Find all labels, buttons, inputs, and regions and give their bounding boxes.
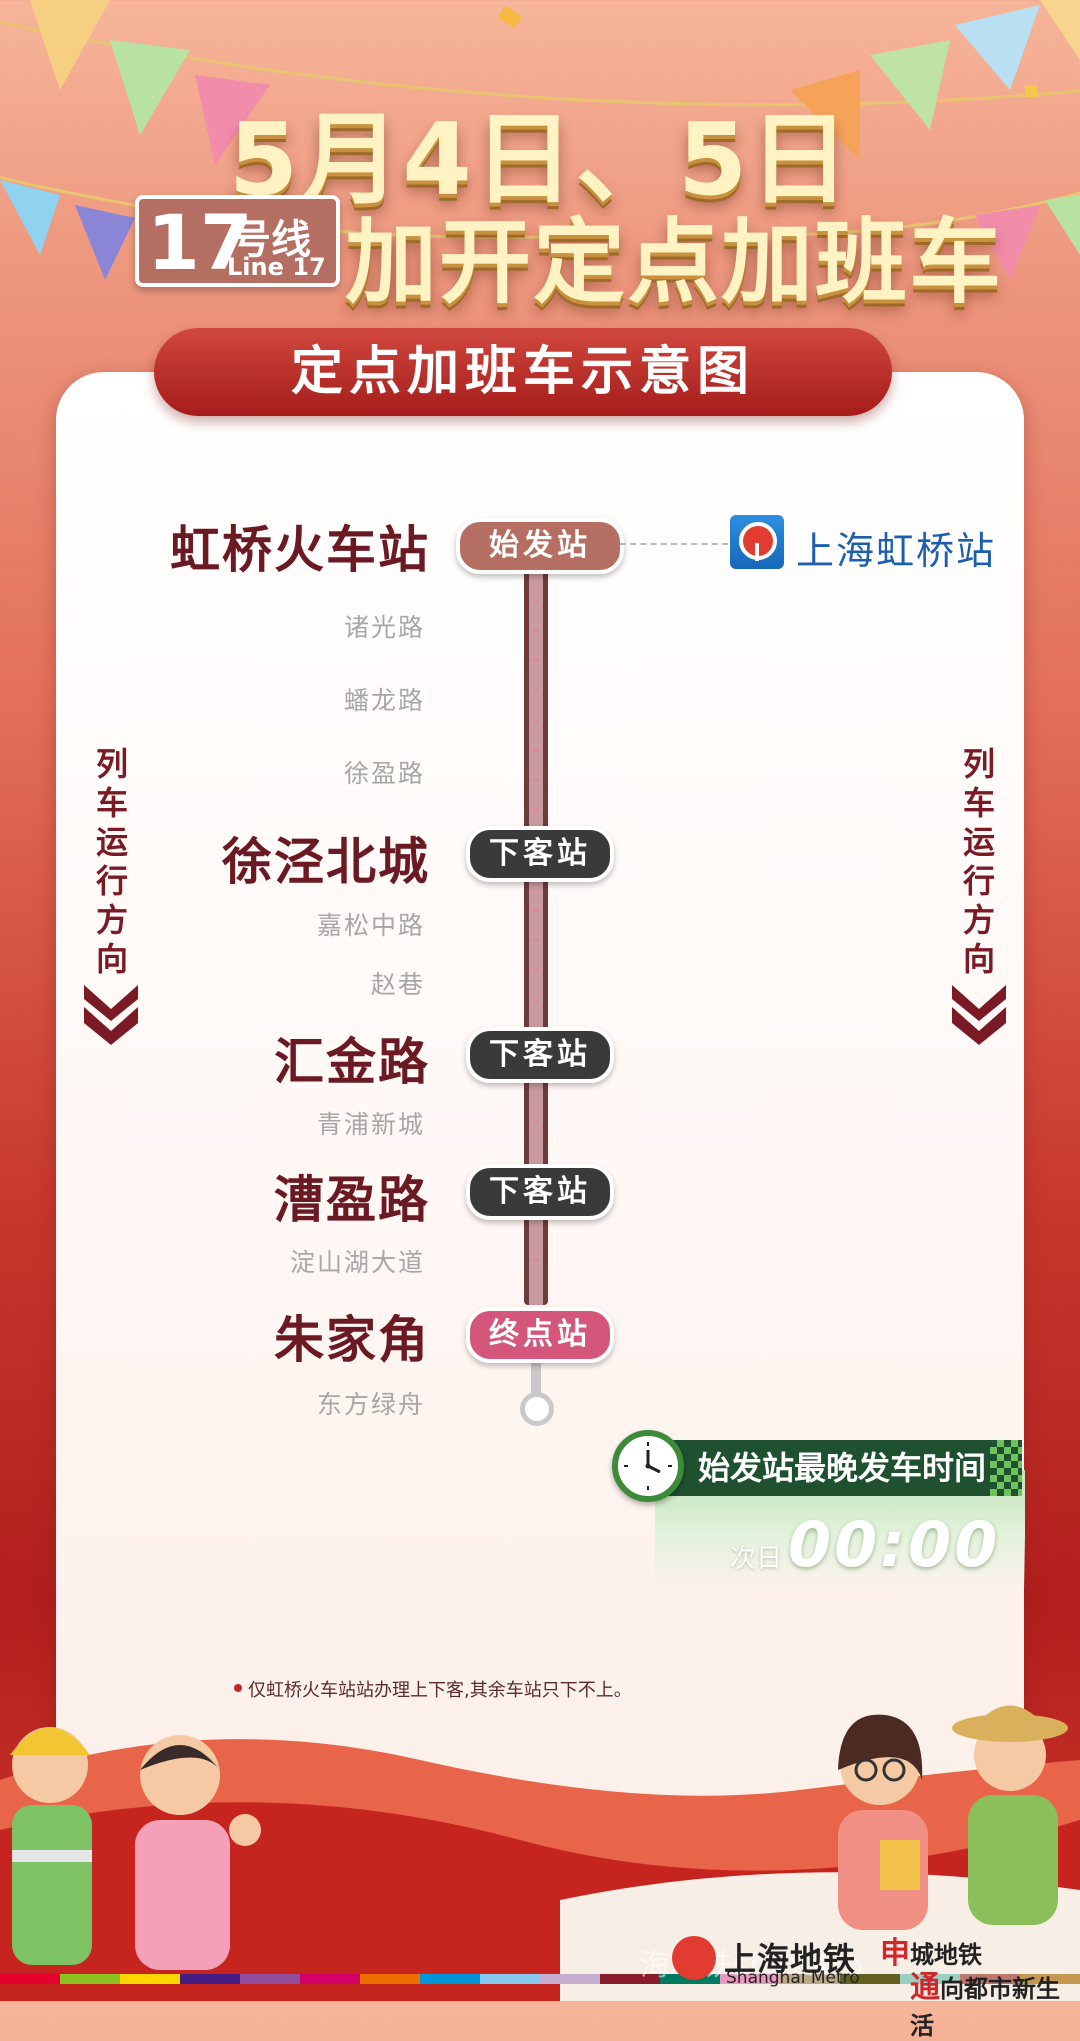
metro-line-color-bar xyxy=(0,1974,1080,1984)
chevron-down-icon: ⌄ xyxy=(530,1110,542,1126)
station-jiasong-zhong-rd: 嘉松中路 xyxy=(316,911,425,940)
station-zhaoxiang: 赵巷 xyxy=(370,970,425,999)
chevron-down-icon: ⌄ xyxy=(530,900,542,916)
alight-tag-huijin: 下客站 xyxy=(466,1027,614,1083)
station-caoying-rd: 漕盈路 xyxy=(274,1171,430,1229)
service-note: 仅虹桥火车站站办理上下客,其余车站只下不上。 xyxy=(248,1680,632,1701)
down-arrow-icon-left xyxy=(84,985,138,1045)
station-huijin-rd: 汇金路 xyxy=(274,1033,430,1091)
station-zhuguang-rd: 诸光路 xyxy=(343,613,425,642)
worker-illustration xyxy=(10,1727,261,1970)
card-title: 定点加班车示意图 xyxy=(154,328,892,416)
station-xuying-rd: 徐盈路 xyxy=(343,759,425,788)
slogan-rest-1: 城地铁 xyxy=(910,1940,982,1969)
chevron-down-icon: ⌄ xyxy=(530,930,542,946)
slogan-lead-2: 通 xyxy=(910,1970,940,2005)
chevron-down-icon: ⌄ xyxy=(530,710,542,726)
line-label-en: Line 17 xyxy=(227,253,326,281)
line-17-badge: 17 号线 Line 17 xyxy=(135,195,340,287)
chevron-down-icon: ⌄ xyxy=(530,960,542,976)
chevron-down-icon: ⌄ xyxy=(530,770,542,786)
clock-icon xyxy=(612,1430,684,1502)
chevron-down-icon: ⌄ xyxy=(530,740,542,756)
station-panlong-rd: 蟠龙路 xyxy=(343,686,425,715)
terminal-tag: 终点站 xyxy=(466,1307,614,1363)
slogan-lead-1: 申 xyxy=(880,1936,910,1971)
alight-tag-caoying: 下客站 xyxy=(466,1164,614,1220)
alight-tag-xujing: 下客站 xyxy=(466,826,614,882)
checker-decoration xyxy=(990,1440,1022,1496)
last-train-header: 始发站最晚发车时间 xyxy=(650,1440,1022,1496)
line-label-cn: 号线 xyxy=(231,217,311,263)
railway-icon xyxy=(730,515,784,569)
last-train-next-day: 次日 xyxy=(730,1544,783,1574)
chevron-down-icon: ⌄ xyxy=(530,620,542,636)
station-dongfang-lvzhou: 东方绿舟 xyxy=(316,1390,425,1419)
down-arrow-icon-right xyxy=(952,985,1006,1045)
chevron-down-icon: ⌄ xyxy=(530,800,542,816)
transfer-dashed-link xyxy=(620,543,728,545)
origin-tag: 始发站 xyxy=(456,518,624,574)
chevron-down-icon: ⌄ xyxy=(530,590,542,606)
passengers-illustration xyxy=(838,1705,1068,1930)
slogan-line-1: 申城地铁 xyxy=(880,1928,982,1972)
logo-text-cn: 上海地铁 xyxy=(724,1940,857,1978)
rail-transfer-name: 上海虹桥站 xyxy=(796,529,997,573)
shanghai-metro-logo-icon xyxy=(672,1936,716,1980)
terminal-endpoint-circle xyxy=(520,1392,554,1426)
direction-label-right: 列车运行方向 xyxy=(962,745,995,978)
main-headline: 加开定点加班车 xyxy=(345,209,1004,316)
last-train-time: 00:00 xyxy=(788,1508,1001,1581)
logo-text-en: Shanghai Metro xyxy=(726,1968,860,1988)
station-xujing-beicheng: 徐泾北城 xyxy=(222,833,430,891)
slogan-line-2: 通向都市新生活 xyxy=(910,1962,1080,2041)
bunting-decoration xyxy=(0,0,1080,280)
line-number: 17 xyxy=(147,198,253,287)
station-dianshanhu-ave: 淀山湖大道 xyxy=(289,1248,425,1277)
chevron-down-icon: ⌄ xyxy=(530,680,542,696)
route-continuation xyxy=(531,1358,541,1406)
station-zhujiajiao: 朱家角 xyxy=(274,1311,430,1369)
chevron-down-icon: ⌄ xyxy=(530,1250,542,1266)
station-hongqiao-railway: 虹桥火车站 xyxy=(170,521,430,579)
station-qingpu-xincheng: 青浦新城 xyxy=(316,1110,425,1139)
chevron-down-icon: ⌄ xyxy=(530,650,542,666)
note-bullet xyxy=(234,1684,242,1692)
chevron-down-icon: ⌄ xyxy=(530,990,542,1006)
direction-label-left: 列车运行方向 xyxy=(95,745,128,978)
